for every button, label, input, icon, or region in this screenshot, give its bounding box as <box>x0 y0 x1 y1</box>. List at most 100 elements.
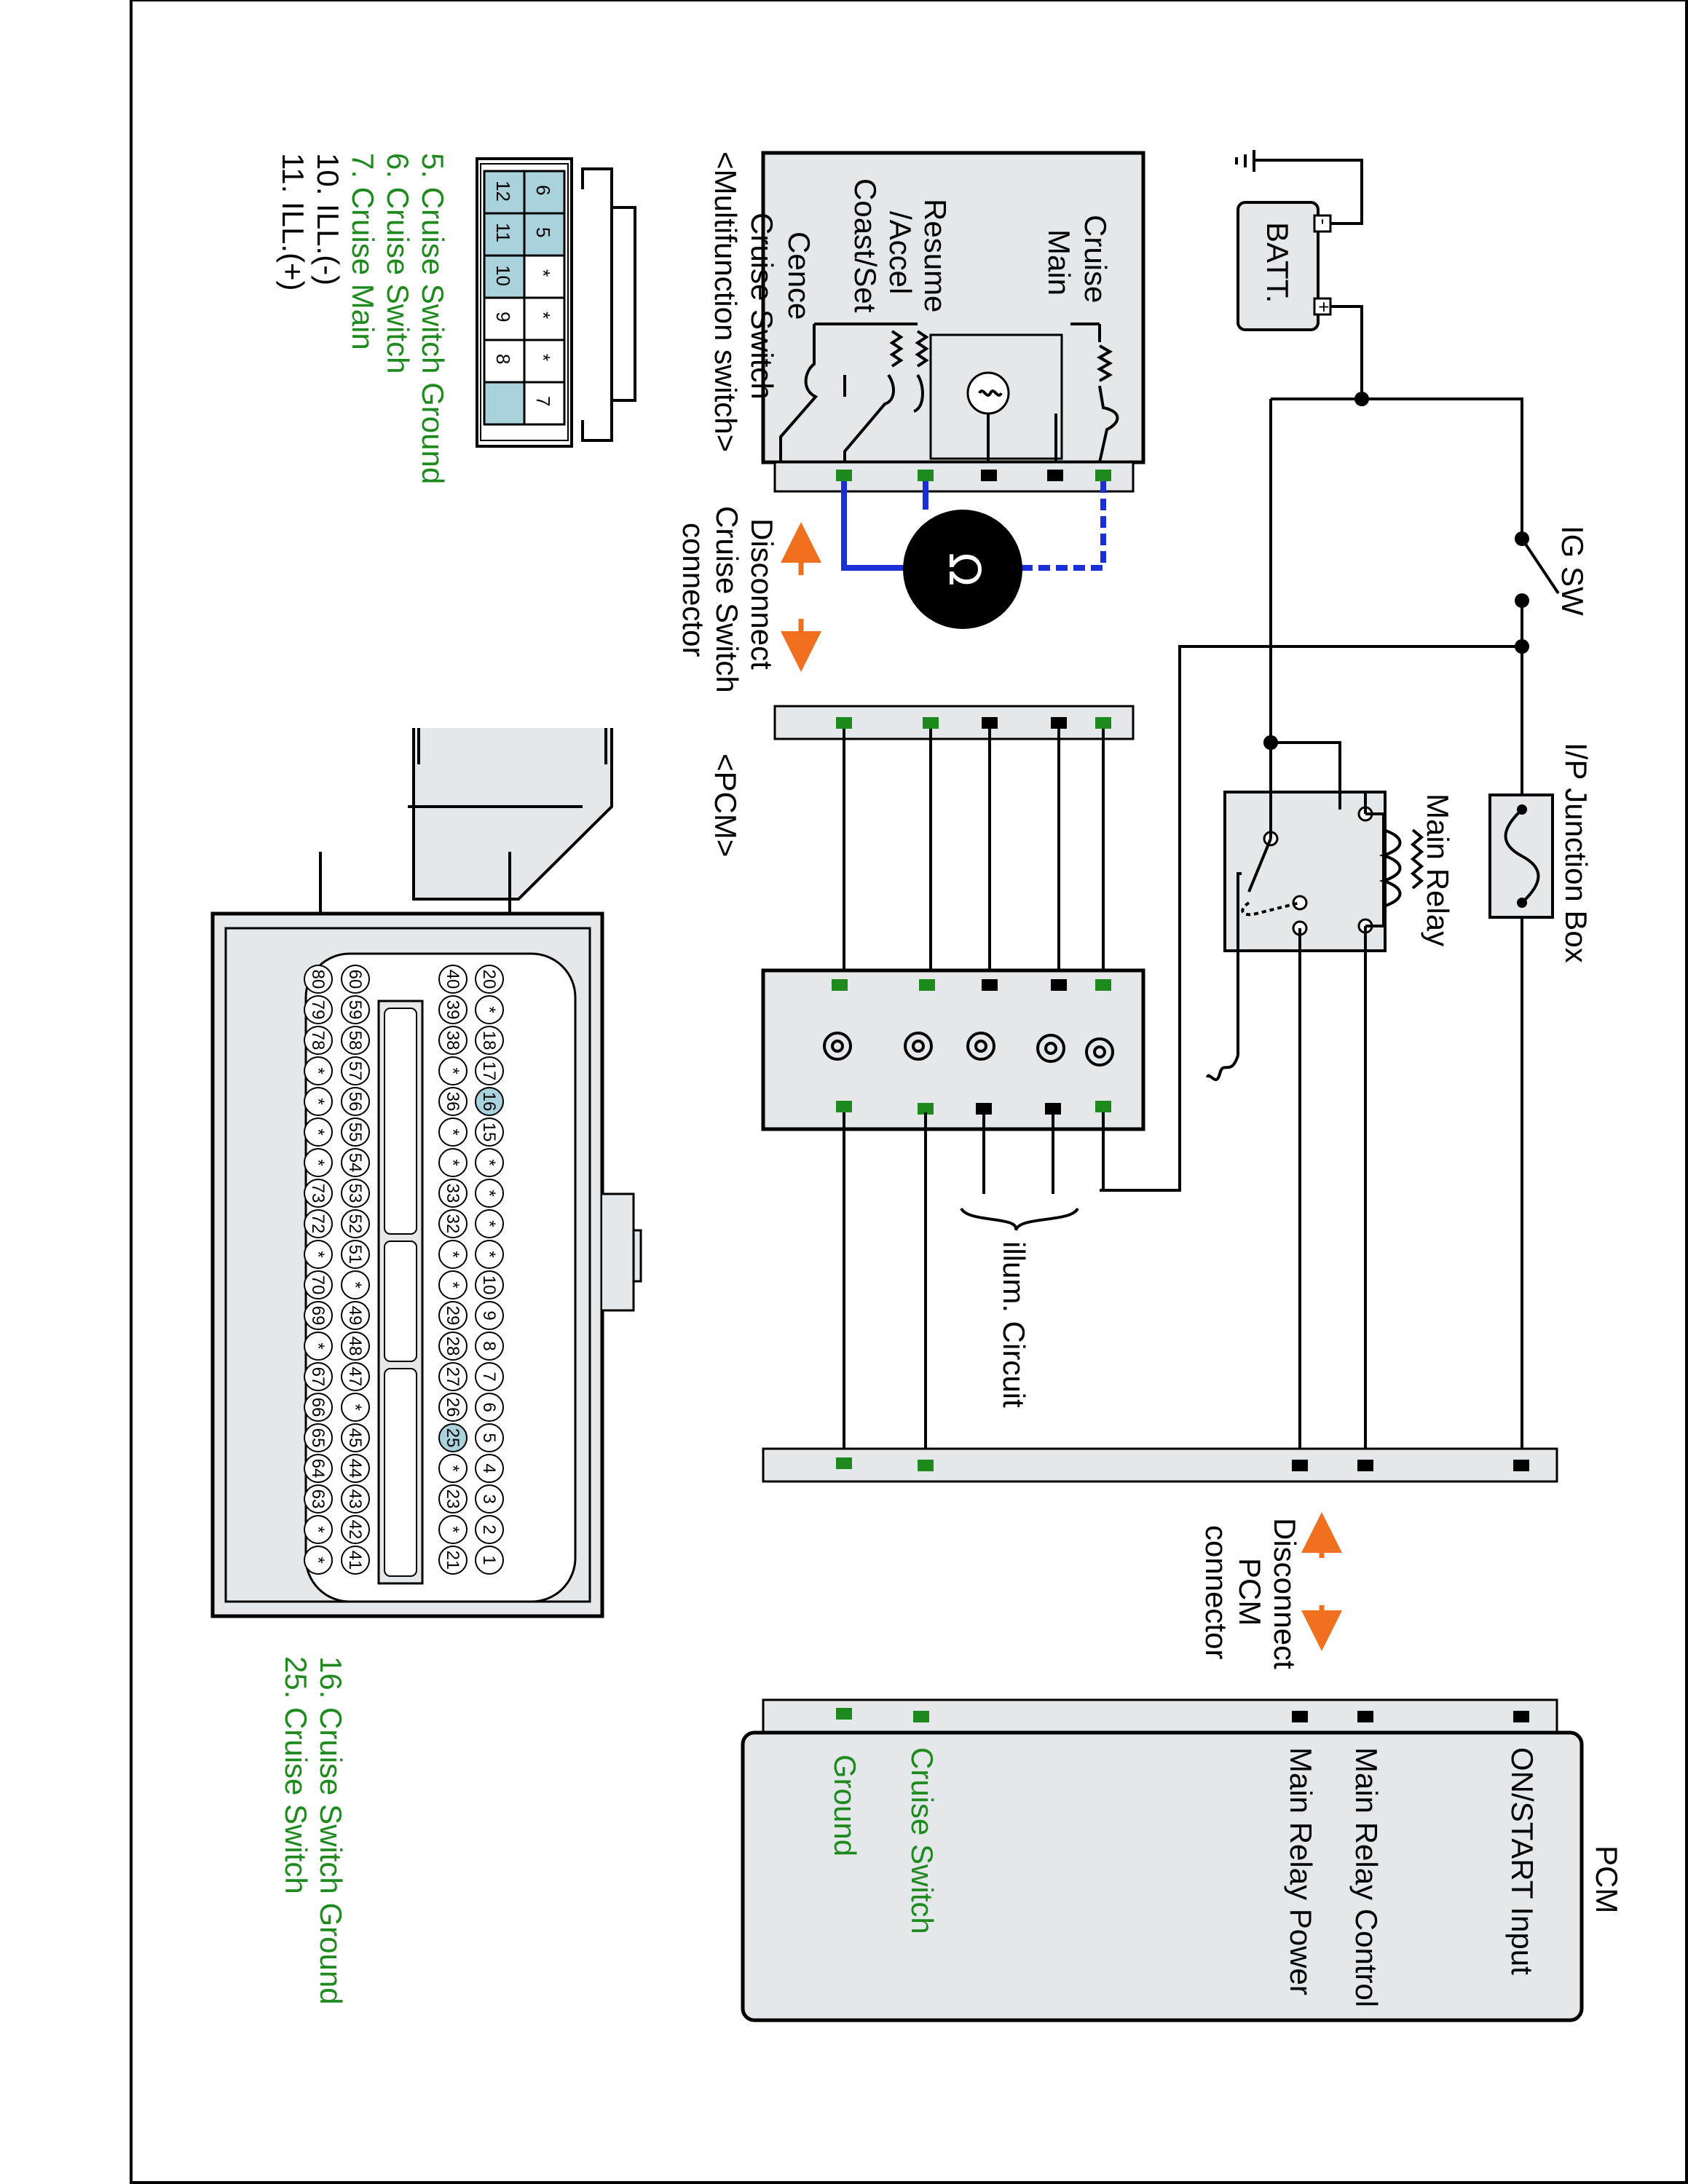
pcm-cavity <box>438 1362 468 1391</box>
pcm-cavity <box>304 995 333 1024</box>
pcm-cavity-label: 42 <box>345 1520 365 1540</box>
pcm-cavity-label: 4 <box>479 1463 499 1473</box>
pcm-cavity <box>475 1515 504 1544</box>
pcm-cavity <box>341 1332 370 1361</box>
pcm-cavity <box>341 1546 370 1575</box>
mf-cell-11: 11 <box>492 223 514 242</box>
pcm-cavity-label: 67 <box>308 1367 328 1387</box>
pcm-cavity-label: * <box>479 1251 499 1257</box>
pcm-cavity-label: 2 <box>479 1524 499 1534</box>
pcm-cavity-label: 26 <box>443 1398 462 1417</box>
pcm-cavity <box>341 1087 370 1116</box>
pcm-cavity <box>438 1209 468 1238</box>
disconnect-cruise-line-1: Disconnect <box>745 518 779 670</box>
pcm-cavity <box>341 1117 370 1147</box>
pcm-cavity-label: * <box>443 1128 462 1135</box>
pcm-cavity <box>475 1087 504 1116</box>
pcm-cavity-label: 54 <box>345 1153 365 1173</box>
pcm-cavity <box>438 1423 468 1452</box>
pcm-cavity-label: 57 <box>345 1061 365 1081</box>
cruise-switch-label: Cruise Switch <box>745 213 779 400</box>
pcm-cavity-label: 72 <box>308 1214 328 1234</box>
disconnect-pcm-line-2: PCM <box>1233 1558 1267 1626</box>
mf-cell-6: 6 <box>532 185 554 195</box>
pcm-cavity-label: 44 <box>345 1459 365 1479</box>
pcm-cavity-label: 38 <box>443 1031 462 1051</box>
pcm-block: PCM ON/START Input Main Relay Control Ma… <box>741 1698 1624 2022</box>
sw-resume-label-1: Resume <box>918 199 953 312</box>
pcm-cavity <box>341 1362 370 1391</box>
pcm-cavity-label: 52 <box>345 1214 365 1234</box>
pcm-cavity <box>475 1026 504 1055</box>
pcm-cavity-label: * <box>443 1281 462 1288</box>
pcm-legend-0: 16. Cruise Switch Ground <box>314 1656 348 2005</box>
pcm-pin-4: Ground <box>828 1754 862 1856</box>
pcm-cavity <box>341 1240 370 1269</box>
pcm-cavity <box>438 1332 468 1361</box>
pcm-cavity <box>438 1087 468 1116</box>
pcm-cavity <box>438 1484 468 1514</box>
pcm-cavity <box>304 965 333 994</box>
pcm-cavity <box>341 1179 370 1208</box>
pcm-cavity-label: * <box>479 1220 499 1227</box>
pcm-cavity <box>341 1454 370 1483</box>
mf-cell-7: 7 <box>532 396 554 406</box>
mf-cell-9: 9 <box>492 312 514 322</box>
pcm-cavity-label: 16 <box>479 1092 499 1112</box>
mf-legend-2: 7. Cruise Main <box>346 153 380 350</box>
main-relay-label: Main Relay <box>1421 794 1455 946</box>
pcm-cavity-label: * <box>308 1526 328 1532</box>
illum-circuit-label: illum. Circuit <box>997 1241 1031 1408</box>
pcm-cavity-label: 7 <box>479 1372 499 1381</box>
pcm-cavity <box>475 1362 504 1391</box>
pcm-cavity-label: 80 <box>308 970 328 989</box>
pcm-cavity <box>438 1179 468 1208</box>
intermediate-connector: illum. Circuit <box>761 968 1145 1465</box>
pcm-cavity <box>341 1301 370 1330</box>
mf-legend-4: 11. ILL.(+) <box>276 153 310 291</box>
pcm-cavity-grid: 20*18171615****10987654321403938*36**333… <box>304 965 504 1575</box>
pcm-cavity-label: 47 <box>345 1367 365 1387</box>
pcm-cavity-label: * <box>345 1404 365 1410</box>
pcm-cavity <box>304 1546 333 1575</box>
pcm-cavity <box>341 995 370 1024</box>
pcm-cavity <box>438 995 468 1024</box>
sw-main-label-1: Cruise <box>1078 215 1113 303</box>
pcm-cavity <box>341 1270 370 1299</box>
pcm-cavity-label: * <box>443 1159 462 1166</box>
pcm-cavity <box>304 1179 333 1208</box>
pcm-cavity-label: 58 <box>345 1031 365 1051</box>
battery-plus: + <box>1313 301 1335 312</box>
mf-cell-star-3: * <box>532 354 554 361</box>
pcm-cavity-label: 23 <box>443 1489 462 1509</box>
pcm-cavity-label: 1 <box>479 1555 499 1564</box>
multifunction-switch-label: <Multifunction switch> <box>709 151 743 452</box>
pcm-cavity <box>475 965 504 994</box>
pcm-cavity-label: * <box>443 1251 462 1257</box>
pcm-cavity-label: * <box>308 1342 328 1349</box>
pcm-cavity <box>475 1148 504 1177</box>
pcm-cavity <box>475 1270 504 1299</box>
mf-cell-10: 10 <box>492 265 514 286</box>
pcm-cavity-label: * <box>308 1556 328 1563</box>
pcm-connector: <PCM> 20*18171615****10987654321403938*3… <box>210 728 743 2005</box>
pcm-cavity-label: 51 <box>345 1245 365 1265</box>
mf-cell-star-2: * <box>532 312 554 319</box>
pcm-block-label: PCM <box>1590 1845 1624 1913</box>
pcm-cavity <box>304 1454 333 1483</box>
sw-resume-label-3: Coast/Set <box>848 178 883 313</box>
pcm-cavity <box>475 995 504 1024</box>
pcm-cavity-label: 69 <box>308 1306 328 1326</box>
pcm-cavity-label: * <box>308 1159 328 1166</box>
ground-symbol <box>1235 150 1255 172</box>
pcm-cavity <box>475 1484 504 1514</box>
pcm-cavity-label: 36 <box>443 1092 462 1112</box>
pcm-cavity-label: 20 <box>479 970 499 989</box>
pcm-cavity <box>475 1209 504 1238</box>
pcm-cavity-label: * <box>308 1098 328 1104</box>
pcm-cavity <box>341 1484 370 1514</box>
pcm-cavity-label: * <box>308 1251 328 1257</box>
pcm-cavity <box>341 1209 370 1238</box>
pcm-cavity-label: 39 <box>443 1000 462 1020</box>
mf-legend-1: 6. Cruise Switch <box>381 153 415 373</box>
